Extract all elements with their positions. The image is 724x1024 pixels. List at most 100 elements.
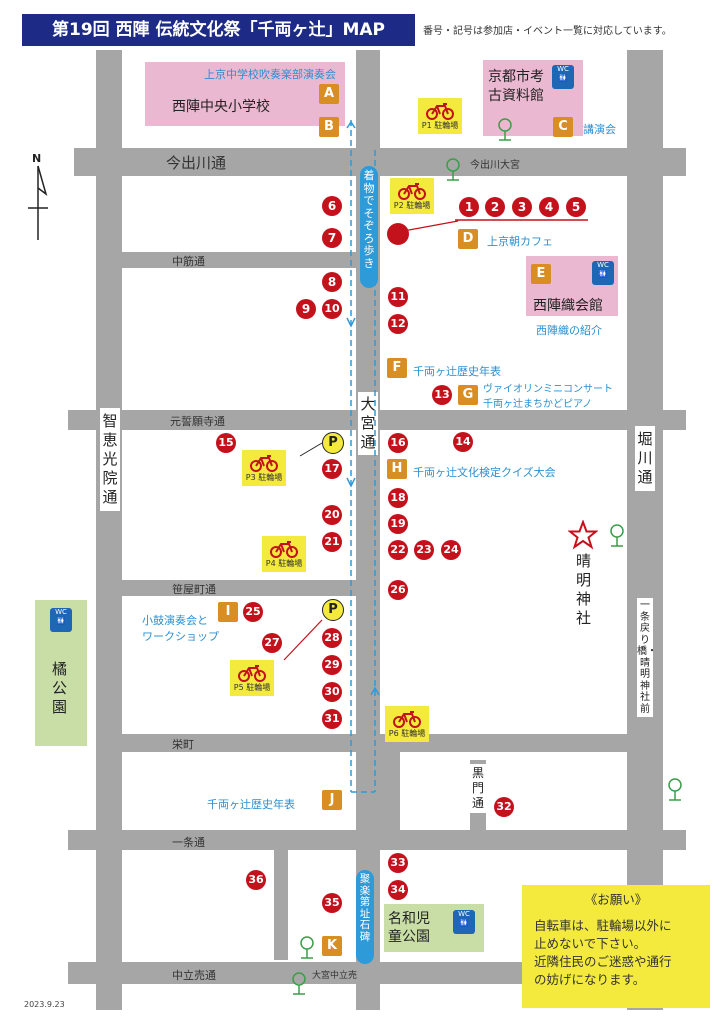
toilet-icon: WC🚻 [453,910,475,934]
event-number-27: 27 [262,633,282,653]
event-number-13: 13 [432,385,452,405]
road-label-ichijo-modoribashi: 一条戻り橋・晴明神社前 [637,598,657,717]
parking-label: P3 駐輪場 [245,473,283,482]
notice-line-3: 近隣住民のご迷惑や通行 [534,954,672,969]
road-nakasuji [122,252,356,268]
event-number-26: 26 [388,580,408,600]
tree-icon [446,158,460,181]
event-j-label: 千両ヶ辻歴史年表 [207,798,295,811]
tachibana-park-label: 橘公園 [52,660,68,716]
event-number-10: 10 [322,299,342,319]
road-label-kuromon: 黒門通 [469,764,487,813]
event-g-label-2: 千両ヶ辻まちかどピアノ [483,399,593,410]
event-e-label: 西陣織の紹介 [536,324,602,337]
event-a-label: 上京中学校吹奏楽部演奏会 [204,68,336,81]
road-east-alley [380,752,400,830]
bicycle-icon [250,455,278,472]
event-number-11: 11 [388,287,408,307]
event-number-8: 8 [322,272,342,292]
road-label-motoseiganji: 元誓願寺通 [170,415,225,428]
event-letter-k: K [322,936,342,956]
event-number-3: 3 [512,197,532,217]
event-number-17: 17 [322,459,342,479]
bicycle-icon [426,103,454,120]
road-label-omiya-nakadachiuri: 大宮中立売 [312,971,358,981]
toilet-icon: WC🚻 [552,65,574,89]
event-number-25: 25 [243,602,263,622]
event-number-21: 21 [322,532,342,552]
event-number-36: 36 [246,870,266,890]
road-ichijo [68,830,686,850]
event-letter-j: J [322,790,342,810]
event-letter-c: C [553,117,573,137]
road-chie [96,50,122,1010]
road-sasaya [122,580,356,596]
event-i-label-2: ワークショップ [142,630,219,643]
road-label-nakasuji: 中筋通 [172,255,205,268]
tree-icon [292,972,306,995]
toilet-icon: WC🚻 [50,608,72,632]
road-label-chie: 智恵光院通 [100,408,120,511]
tree-icon [300,936,314,959]
notice-box: 《お願い》 自転車は、駐輪場以外に 止めないで下さい。 近隣住民のご迷惑や通行 … [522,885,710,1008]
bicycle-parking-p3: P3 駐輪場 [242,450,286,486]
parking-label: P2 駐輪場 [393,201,431,210]
star-icon [568,520,598,550]
event-f-label: 千両ヶ辻歴史年表 [413,365,501,378]
event-number-6: 6 [322,196,342,216]
nagomi-park-label: 名和児童公園 [388,911,430,945]
road-label-omiya: 大宮通 [358,392,378,455]
event-number-22: 22 [388,540,408,560]
road-label-ichijo: 一条通 [172,836,205,849]
road-label-nakadachiuri: 中立売通 [172,969,216,982]
road-label-sakae: 栄町 [172,738,194,751]
tree-icon [610,524,624,547]
event-number-15: 15 [216,433,236,453]
map-subtitle: 番号・記号は参加店・イベント一覧に対応しています。 [423,26,672,37]
event-g-label-1: ヴァイオリンミニコンサート [483,384,613,395]
bicycle-parking-p1: P1 駐輪場 [418,98,462,134]
ori-kaikan-label: 西陣織会館 [533,298,603,314]
event-number-18: 18 [388,488,408,508]
bicycle-icon [238,665,266,682]
map-date: 2023.9.23 [24,1000,65,1009]
event-number-2: 2 [485,197,505,217]
parking-label: P1 駐輪場 [421,121,459,130]
koko-museum-label: 京都市考古資料館 [488,69,544,104]
event-number-20: 20 [322,505,342,525]
notice-line-2: 止めないで下さい。 [534,936,647,951]
road-label-sasaya: 笹屋町通 [172,583,216,596]
bicycle-parking-p6: P6 駐輪場 [385,706,429,742]
bicycle-parking-p5: P5 駐輪場 [230,660,274,696]
road-label-imadegawa: 今出川通 [166,154,227,172]
parking-label: P5 駐輪場 [233,683,271,692]
route-label: 着物でそぞろ歩き [360,166,378,288]
road-label-imadegawa-omiya: 今出川大宮 [470,160,520,171]
event-number-32: 32 [494,797,514,817]
event-number-5: 5 [566,197,586,217]
event-number-35: 35 [322,893,342,913]
event-letter-f: F [387,358,407,378]
tree-icon [498,118,512,141]
event-d-label: 上京朝カフェ [487,235,553,248]
event-letter-d: D [458,229,478,249]
event-number-24: 24 [441,540,461,560]
event-number-33: 33 [388,853,408,873]
event-number-30: 30 [322,682,342,702]
event-1-5-dot [387,223,409,245]
event-number-4: 4 [539,197,559,217]
road-label-horikawa: 堀川通 [635,426,655,491]
event-c-label: 講演会 [583,123,616,136]
event-number-31: 31 [322,709,342,729]
road-horikawa [627,50,663,1010]
event-h-label: 千両ヶ辻文化検定クイズ大会 [413,466,556,479]
nishijin-school-label: 西陣中央小学校 [172,99,270,115]
bicycle-icon [270,541,298,558]
event-number-12: 12 [388,314,408,334]
notice-line-4: の妨げになります。 [534,972,646,987]
event-letter-b: B [319,117,339,137]
notice-heading: 《お願い》 [584,892,648,907]
event-number-34: 34 [388,880,408,900]
venue-nishijin-school [145,62,345,126]
